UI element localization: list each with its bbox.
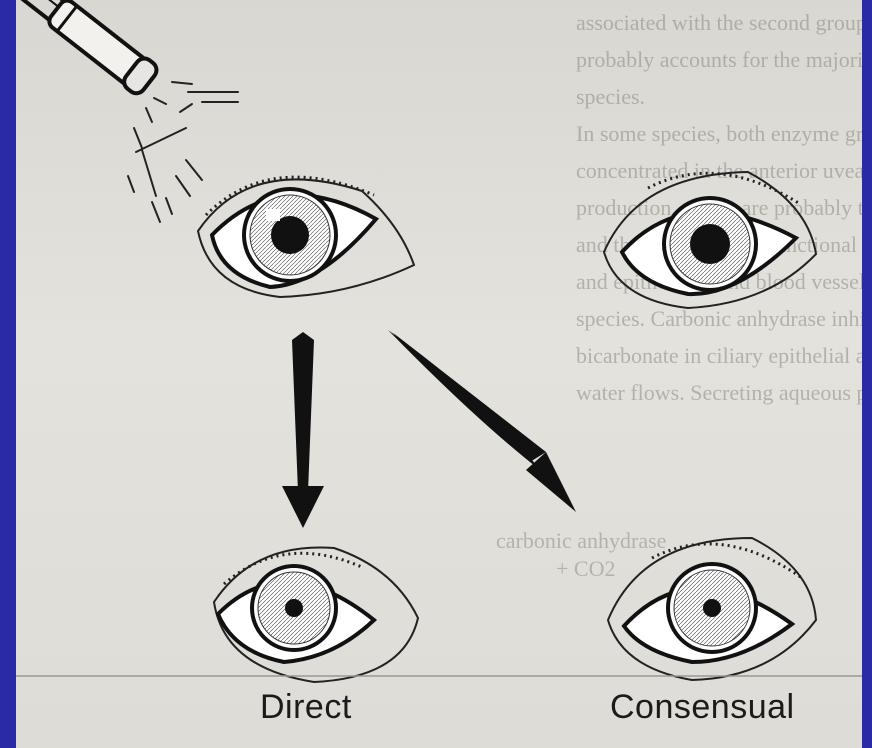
book-page: associated with the second group. The se… [16, 0, 862, 748]
pupil-reflex-illustration [16, 0, 862, 748]
eye-stimulated [198, 177, 414, 297]
consensual-label: Consensual [610, 688, 795, 727]
eye-direct [214, 547, 418, 682]
arrow-down-icon [282, 332, 324, 528]
eye-contralateral [604, 172, 816, 308]
direct-label: Direct [260, 688, 352, 727]
arrow-diagonal-icon [388, 330, 576, 512]
eye-consensual [608, 538, 816, 680]
light-pen-icon [16, 0, 238, 222]
